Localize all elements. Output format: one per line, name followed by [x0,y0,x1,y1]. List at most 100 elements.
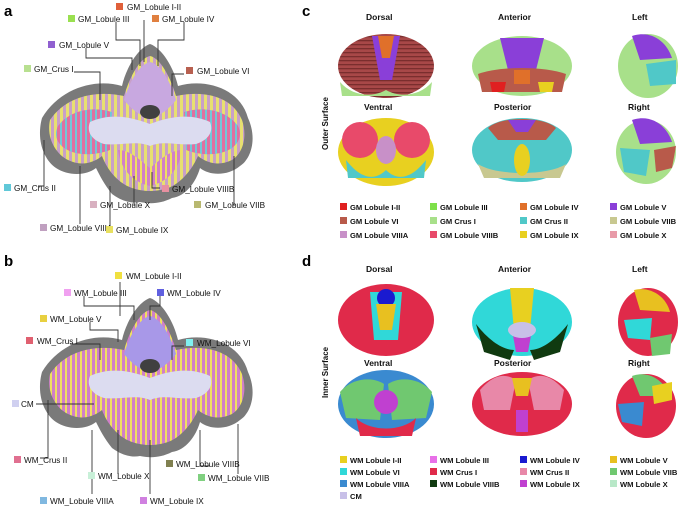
label-text: WM_Crus I [37,337,78,346]
render-d-ventral [338,370,434,438]
view-right: Right [628,358,650,368]
legend-label: GM Lobule V [620,203,667,212]
legend-item: WM Lobule VIIIA [340,480,410,489]
render-d-left [618,288,678,356]
color-swatch [40,315,47,322]
render-d-dorsal [338,284,434,356]
panel-label-c: c [302,3,310,20]
vermis-top [124,316,176,372]
view-posterior: Posterior [494,358,532,368]
label-wm-crus-2: WM_Crus II [14,456,67,465]
color-swatch [4,184,11,191]
inner-surface-title: Inner Surface [321,346,330,398]
render-d-anterior [472,288,572,360]
legend-item: GM Lobule X [610,231,666,240]
label-wm-crus-1: WM_Crus I [26,337,78,346]
color-swatch [116,3,123,10]
label-wm-lobule-12: WM_Lobule I-II [115,272,182,281]
label-gm-lobule-3: GM_Lobule III [68,15,129,24]
label-text: WM_Crus II [24,456,67,465]
legend-item: GM Lobule IX [520,231,579,240]
legend-label: WM Lobule VIIIA [350,480,410,489]
legend-label: GM Lobule III [440,203,488,212]
legend-swatch [520,217,527,224]
legend-label: GM Lobule IV [530,203,579,212]
label-gm-lobule-10: GM_Lobule X [90,201,151,210]
label-gm-lobule-8a: GM_Lobule VIIIA [40,224,113,233]
render-c-dorsal [338,34,434,98]
legend-item: WM Lobule X [610,480,668,489]
legend-swatch [520,231,527,238]
color-swatch [162,185,169,192]
label-text: GM_Lobule VIIIA [50,224,113,233]
legend-swatch [340,468,347,475]
legend-item: GM Lobule VIIIB [430,231,499,240]
color-swatch [186,339,193,346]
legend-item: GM Lobule VIIB [610,217,677,226]
color-swatch [12,400,19,407]
panel-label-b: b [4,253,13,270]
render-c-ventral [338,118,434,186]
label-gm-lobule-5: GM_Lobule V [48,41,110,50]
label-text: GM_Lobule VI [197,67,249,76]
white-matter-core [88,370,212,400]
legend-swatch [340,480,347,487]
legend-item: WM Crus I [430,468,477,477]
label-text: GM_Lobule VIIB [205,201,266,210]
legend-swatch [520,480,527,487]
label-text: GM_Lobule V [59,41,110,50]
legend-item: WM Crus II [520,468,569,477]
color-swatch [186,67,193,74]
legend-swatch [610,480,617,487]
label-text: GM_Lobule IX [116,226,169,235]
label-text: WM_Lobule V [50,315,102,324]
label-wm-lobule-4: WM_Lobule IV [157,289,221,298]
color-swatch [40,497,47,504]
legend-swatch [340,456,347,463]
slice-b [39,298,253,458]
white-matter-core [88,116,212,146]
render-d-right [616,374,676,438]
label-gm-lobule-6: GM_Lobule VI [186,67,249,76]
panel-d: d Inner Surface Dorsal Anterior Left Ven… [302,253,678,501]
color-swatch [48,41,55,48]
color-swatch [194,201,201,208]
label-text: GM_Lobule I-II [127,3,181,12]
view-left: Left [632,264,648,274]
label-text: WM_Lobule VI [197,339,251,348]
vermis-top [124,62,176,118]
legend-item: GM Lobule III [430,203,488,212]
color-swatch [152,15,159,22]
legend-label: GM Lobule VIIIB [440,231,499,240]
legend-label: GM Lobule X [620,231,666,240]
legend-item: GM Lobule IV [520,203,579,212]
label-text: GM_Lobule III [78,15,129,24]
legend-item: WM Lobule VIIIB [430,480,500,489]
color-swatch [64,289,71,296]
label-gm-lobule-8b: GM_Lobule VIIIB [162,185,235,194]
legend-label: WM Lobule VI [350,468,400,477]
color-swatch [115,272,122,279]
legend-item: WM Lobule III [430,456,489,465]
label-wm-lobule-5: WM_Lobule V [40,315,102,324]
panel-c: c Outer Surface Dorsal Anterior Left Ven… [302,3,678,240]
label-wm-lobule-6: WM_Lobule VI [186,339,251,348]
color-swatch [166,460,173,467]
legend-item: WM Lobule VIIB [610,468,678,477]
view-dorsal: Dorsal [366,264,392,274]
color-swatch [106,226,113,233]
legend-label: WM Lobule X [620,480,668,489]
leader-lines-b [36,282,239,494]
panel-label-a: a [4,3,13,20]
color-swatch [14,456,21,463]
legend-swatch [520,468,527,475]
label-text: WM_Lobule X [98,472,150,481]
legend-item: GM Lobule I-II [340,203,400,212]
legend-label: WM Lobule VIIIB [440,480,500,489]
legend-c: GM Lobule I-II GM Lobule III GM Lobule IV G… [340,203,677,240]
fourth-ventricle [140,105,160,119]
legend-item: CM [340,492,362,501]
legend-swatch [340,217,347,224]
